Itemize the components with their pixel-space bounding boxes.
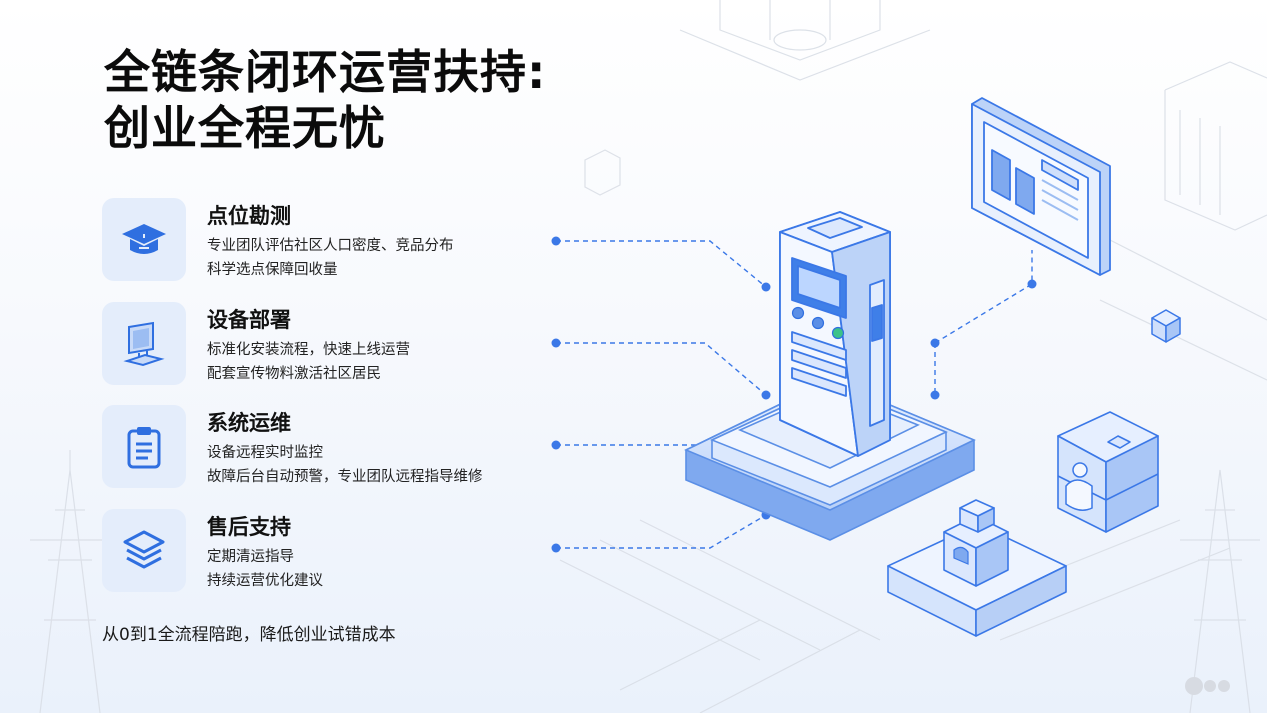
tagline: 从0到1全流程陪跑，降低创业试错成本 [102, 625, 396, 645]
feature-desc-line2: 故障后台自动预警，专业团队远程指导维修 [207, 469, 483, 485]
feature-desc-line1: 专业团队评估社区人口密度、竞品分布 [207, 238, 454, 254]
feature-title: 点位勘测 [207, 204, 291, 228]
feature-item-site-survey: 点位勘测 专业团队评估社区人口密度、竞品分布 科学选点保障回收量 [102, 198, 562, 284]
feature-item-after-sales: 售后支持 定期清运指导 持续运营优化建议 [102, 509, 562, 595]
feature-desc-line1: 设备远程实时监控 [207, 445, 323, 461]
feature-title: 系统运维 [207, 411, 291, 435]
feature-desc-line2: 科学选点保障回收量 [207, 262, 338, 278]
title-line-1: 全链条闭环运营扶持: [104, 45, 547, 99]
title-line-2: 创业全程无忧 [104, 101, 386, 155]
layers-icon [102, 509, 186, 592]
feature-desc-line2: 持续运营优化建议 [207, 573, 323, 589]
watermark-logo-icon [1185, 677, 1230, 695]
feature-desc-line1: 定期清运指导 [207, 549, 294, 565]
isometric-illustration [551, 97, 1181, 637]
clipboard-icon [102, 405, 186, 488]
graduation-cap-icon [102, 198, 186, 281]
feature-desc-line2: 配套宣传物料激活社区居民 [207, 366, 381, 382]
feature-item-deployment: 设备部署 标准化安装流程，快速上线运营 配套宣传物料激活社区居民 [102, 302, 562, 388]
feature-desc-line1: 标准化安装流程，快速上线运营 [207, 342, 410, 358]
feature-title: 售后支持 [207, 515, 291, 539]
feature-title: 设备部署 [207, 308, 291, 332]
monitor-icon [102, 302, 186, 385]
page-title: 全链条闭环运营扶持: 创业全程无忧 [104, 44, 546, 156]
feature-item-operations: 系统运维 设备远程实时监控 故障后台自动预警，专业团队远程指导维修 [102, 405, 562, 491]
